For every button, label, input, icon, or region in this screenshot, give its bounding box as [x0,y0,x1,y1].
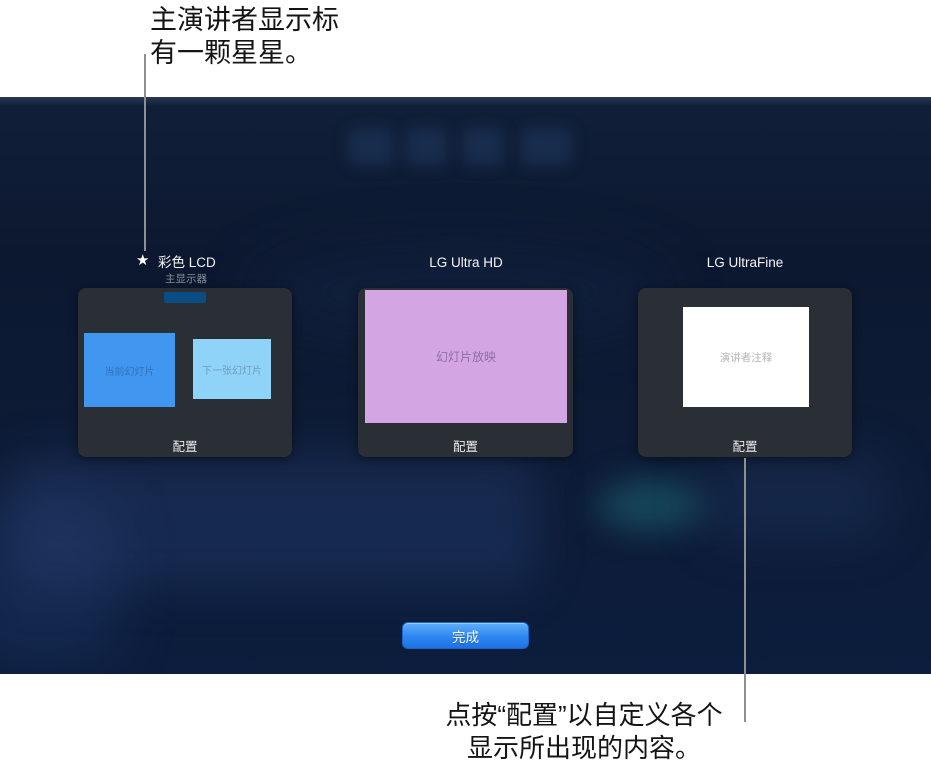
callout-bottom-line2: 显示所出现的内容。 [466,733,701,763]
callout-top: 主演讲者显示标 有一颗星星。 [150,4,339,70]
presenter-notes-region: 演讲者注释 [683,307,809,407]
next-slide-region: 下一张幻灯片 [193,339,271,399]
background-blob [0,492,120,662]
display-title-lg-ultrafine: LG UltraFine [706,255,784,270]
dimmed-heading-blob [520,128,572,166]
callout-line-top [144,54,146,251]
display-card-lg-ultrafine: 演讲者注释 配置 [638,288,852,457]
display-title-lg-ultra-hd: LG Ultra HD [429,255,503,270]
callout-top-line2: 有一颗星星。 [150,38,312,68]
display-card-color-lcd: 当前幻灯片 下一张幻灯片 配置 [78,288,292,457]
presenter-toolbar-preview [164,292,206,303]
done-button[interactable]: 完成 [402,622,529,649]
configure-button-lg-ultra-hd[interactable]: 配置 [452,440,478,454]
primary-display-subtitle: 主显示器 [165,273,207,285]
callout-line-bottom [744,458,746,722]
background-blob [700,452,890,542]
current-slide-region: 当前幻灯片 [84,333,175,407]
primary-display-star-icon: ★ [136,252,150,269]
configure-button-color-lcd[interactable]: 配置 [172,440,198,454]
screenshot-region: ★ 彩色 LCD 主显示器 LG Ultra HD LG UltraFine 当… [0,97,931,674]
display-card-lg-ultra-hd: 幻灯片放映 配置 [358,288,573,457]
dimmed-heading-blob [348,128,394,166]
background-blob-teal [596,479,704,531]
configure-button-lg-ultrafine[interactable]: 配置 [732,440,758,454]
callout-bottom: 点按“配置”以自定义各个 显示所出现的内容。 [412,699,756,765]
callout-bottom-line1: 点按“配置”以自定义各个 [445,700,723,730]
callout-top-line1: 主演讲者显示标 [150,5,339,35]
background-blob [10,455,538,589]
dimmed-heading-blob [405,128,448,166]
display-title-color-lcd: 彩色 LCD [158,255,216,270]
slideshow-region: 幻灯片放映 [365,290,567,423]
dimmed-heading-blob [462,128,504,166]
